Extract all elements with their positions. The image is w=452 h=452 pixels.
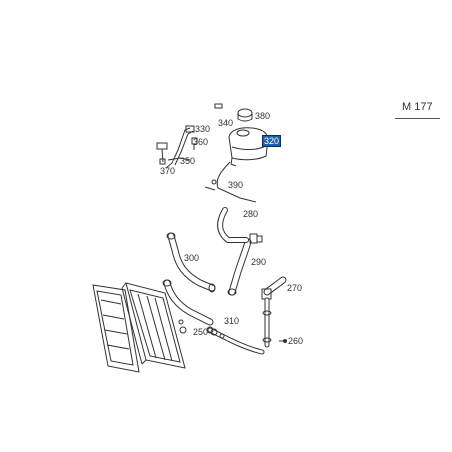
bolt-260[interactable] — [279, 339, 287, 343]
label-260[interactable]: 260 — [288, 336, 304, 346]
label-380[interactable]: 380 — [255, 111, 271, 121]
label-370[interactable]: 370 — [160, 166, 176, 176]
label-280[interactable]: 280 — [243, 209, 259, 219]
label-350[interactable]: 350 — [180, 156, 196, 166]
label-340[interactable]: 340 — [218, 118, 234, 128]
label-390[interactable]: 390 — [228, 180, 244, 190]
label-320-selected[interactable]: 320 — [262, 135, 282, 147]
bolt-360[interactable] — [191, 137, 198, 150]
hose-280[interactable] — [217, 207, 263, 244]
radiator[interactable] — [121, 282, 187, 369]
label-300[interactable]: 300 — [184, 253, 200, 263]
model-code: M 177 — [402, 101, 433, 113]
hose-310[interactable] — [162, 279, 265, 355]
hose-290[interactable] — [227, 238, 252, 296]
line-390[interactable] — [204, 161, 257, 203]
hose-270[interactable] — [261, 276, 287, 348]
clip-250[interactable] — [210, 328, 225, 339]
model-underline — [395, 118, 440, 119]
label-290[interactable]: 290 — [251, 257, 267, 267]
label-270[interactable]: 270 — [287, 283, 303, 293]
hose-300[interactable] — [166, 232, 216, 293]
condenser[interactable] — [92, 284, 140, 373]
label-250[interactable]: 250 — [193, 327, 209, 337]
label-310[interactable]: 310 — [224, 316, 240, 326]
label-330[interactable]: 330 — [195, 124, 211, 134]
cap-380[interactable] — [237, 108, 253, 122]
bracket-330[interactable] — [156, 125, 195, 169]
part-340[interactable] — [214, 103, 223, 109]
bolt-370[interactable] — [159, 158, 166, 165]
label-360[interactable]: 360 — [193, 137, 209, 147]
